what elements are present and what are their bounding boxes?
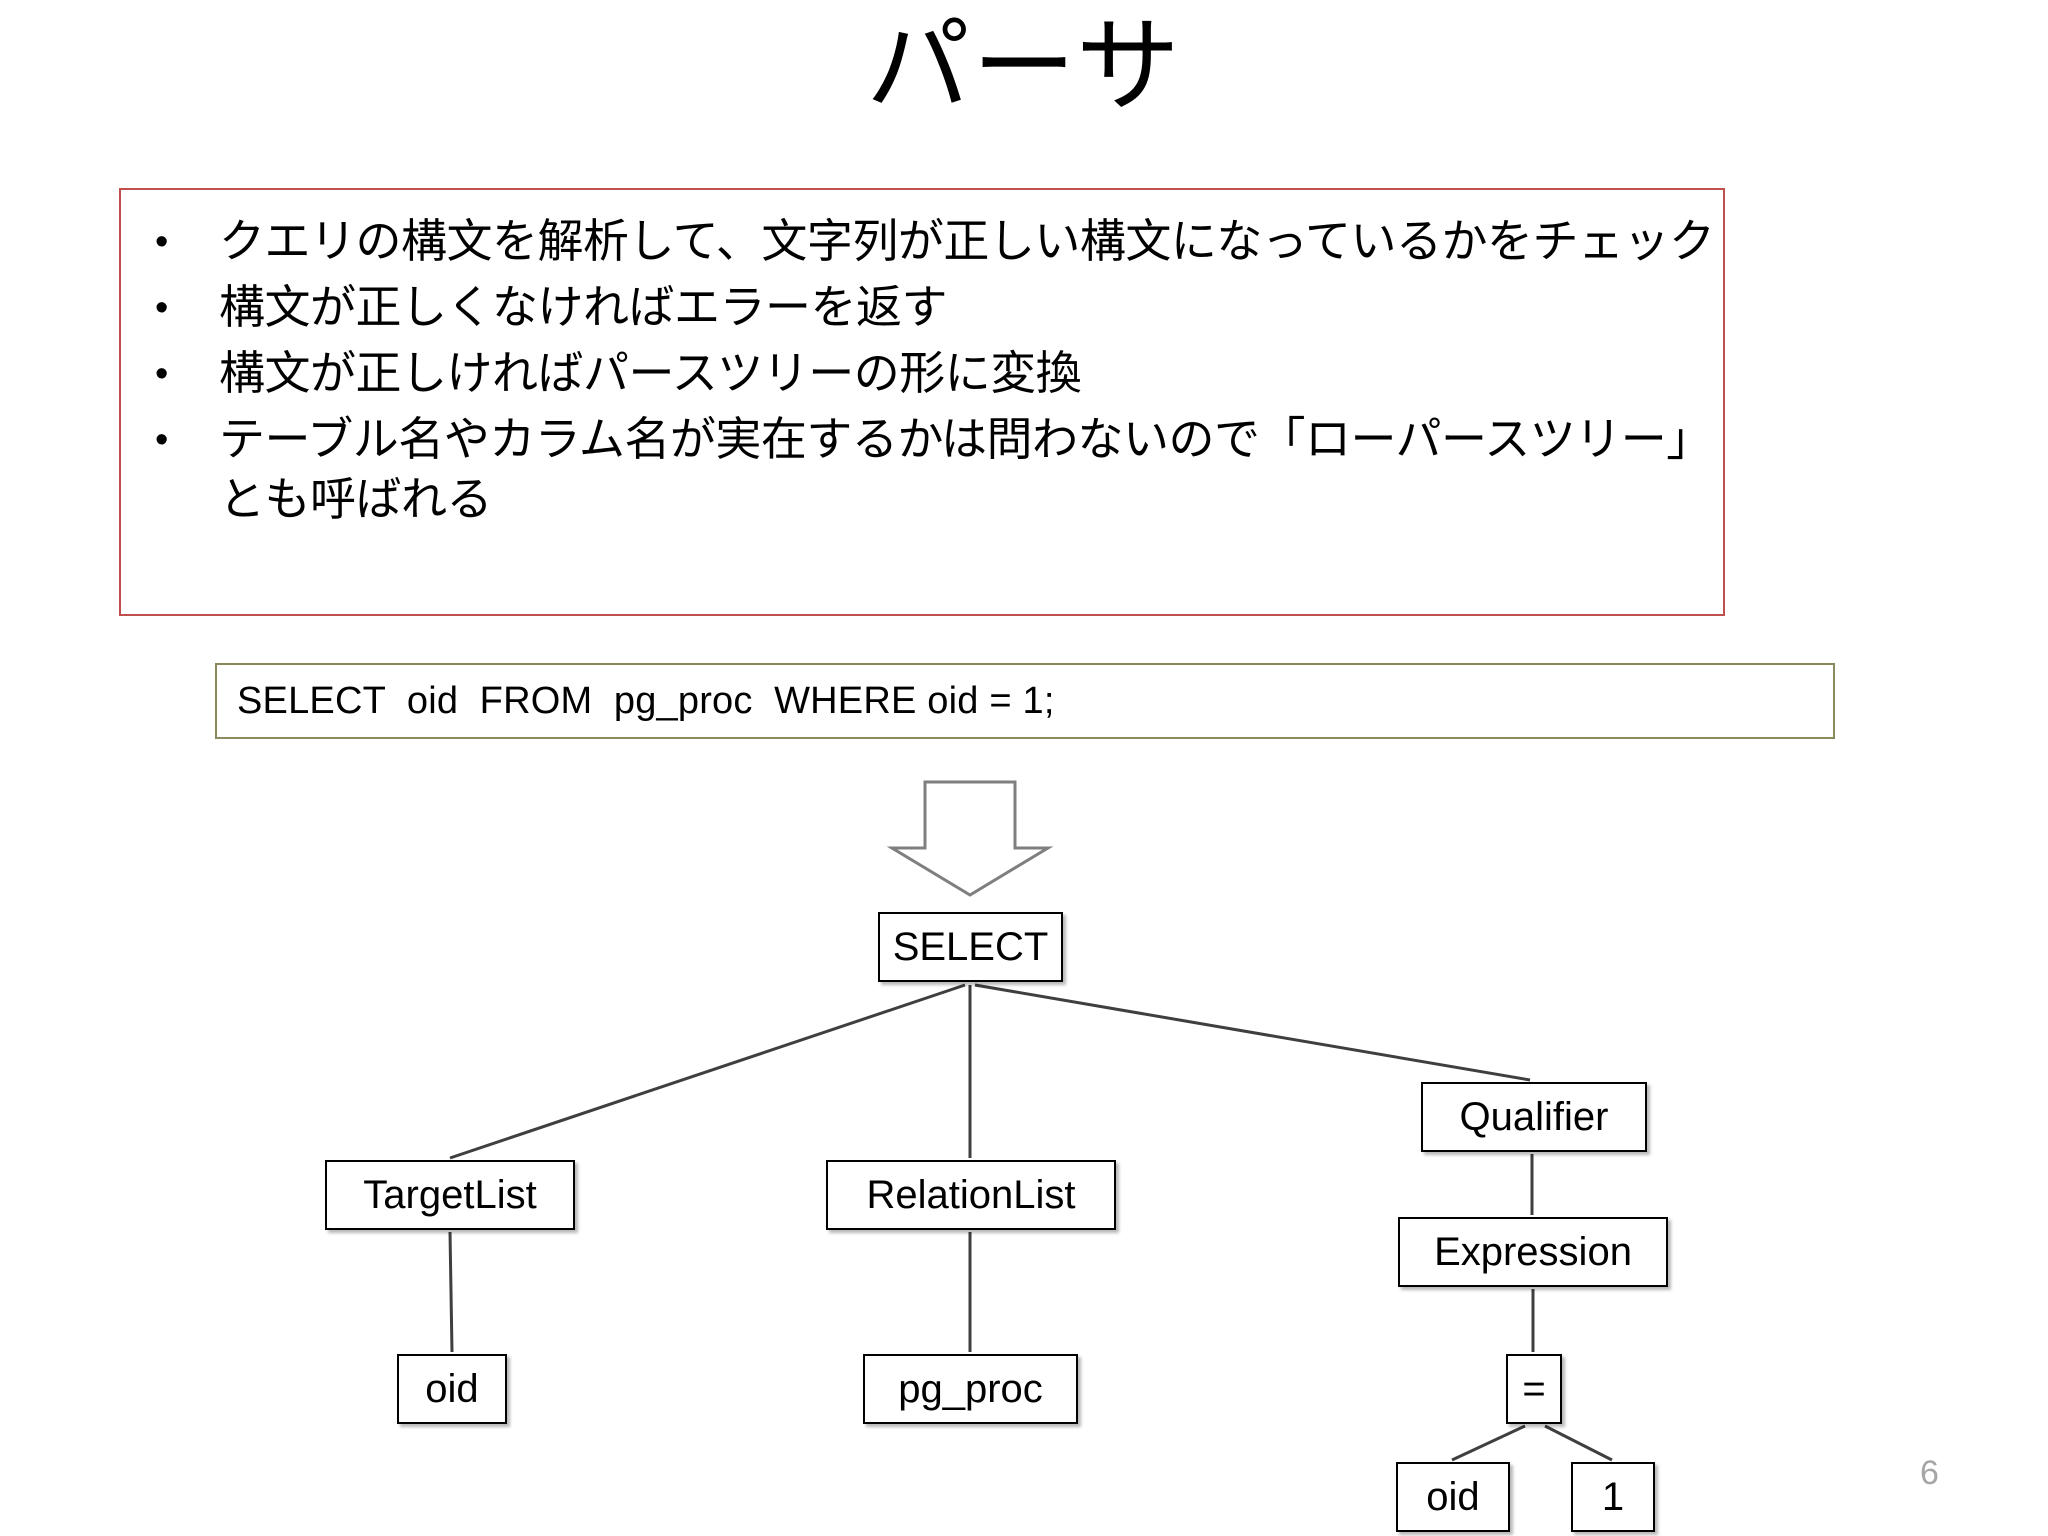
bullet-text-4: テーブル名やカラム名が実在するかは問わないので「ローパースツリー」とも呼ばれる	[219, 413, 1712, 525]
tree-node-qualifier[interactable]: Qualifier	[1421, 1082, 1647, 1152]
bullet-list: • クエリの構文を解析して、文字列が正しい構文になっているかをチェック • 構文…	[121, 190, 1723, 530]
bullet-text-2: 構文が正しくなければエラーを返す	[219, 281, 948, 334]
bullet-text-box: • クエリの構文を解析して、文字列が正しい構文になっているかをチェック • 構文…	[119, 188, 1725, 616]
edge-equals-one	[1544, 1424, 1613, 1462]
bullet-text-1: クエリの構文を解析して、文字列が正しい構文になっているかをチェック	[219, 215, 1715, 267]
sql-query-text: SELECT oid FROM pg_proc WHERE oid = 1;	[237, 679, 1055, 722]
tree-node-relationlist[interactable]: RelationList	[826, 1160, 1116, 1230]
edge-select-targetlist	[449, 983, 966, 1160]
bullet-marker-icon: •	[155, 287, 169, 330]
edge-select-qualifier	[974, 983, 1531, 1082]
edge-targetlist-oid	[448, 1231, 454, 1353]
list-item: • テーブル名やカラム名が実在するかは問わないので「ローパースツリー」とも呼ばれ…	[121, 410, 1723, 530]
bullet-marker-icon: •	[155, 419, 169, 462]
page-title: パーサ	[866, 9, 1182, 125]
sql-query-box: SELECT oid FROM pg_proc WHERE oid = 1;	[215, 663, 1835, 739]
tree-node-one[interactable]: 1	[1571, 1462, 1655, 1532]
tree-node-equals[interactable]: =	[1506, 1354, 1562, 1424]
tree-node-targetlist[interactable]: TargetList	[325, 1160, 575, 1230]
tree-node-oid-target[interactable]: oid	[397, 1354, 507, 1424]
tree-node-expression[interactable]: Expression	[1398, 1217, 1668, 1287]
page-number: 6	[1920, 1454, 1939, 1492]
list-item: • クエリの構文を解析して、文字列が正しい構文になっているかをチェック	[121, 212, 1723, 272]
tree-node-select[interactable]: SELECT	[878, 912, 1063, 982]
bullet-text-3: 構文が正しければパースツリーの形に変換	[219, 347, 1082, 400]
bullet-marker-icon: •	[155, 353, 169, 396]
tree-node-pgproc[interactable]: pg_proc	[863, 1354, 1078, 1424]
list-item: • 構文が正しければパースツリーの形に変換	[121, 344, 1723, 404]
down-arrow-icon	[886, 780, 1054, 897]
tree-node-oid-operand[interactable]: oid	[1396, 1462, 1510, 1532]
bullet-marker-icon: •	[155, 221, 169, 263]
edge-equals-oid	[1451, 1424, 1526, 1462]
list-item: • 構文が正しくなければエラーを返す	[121, 278, 1723, 338]
